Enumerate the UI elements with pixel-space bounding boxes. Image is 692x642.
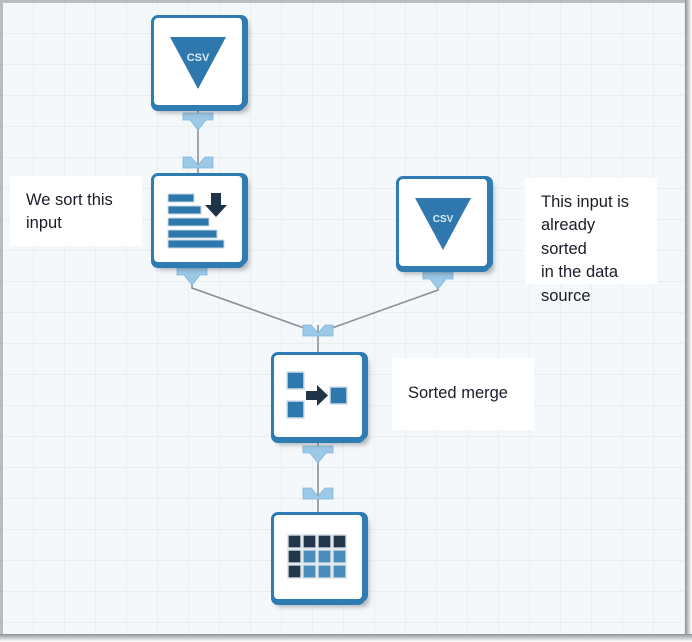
merge-arrow-icon bbox=[286, 371, 348, 419]
canvas-shadow-right bbox=[685, 0, 692, 642]
node-csv-source-right[interactable]: CSV bbox=[396, 176, 490, 269]
canvas-shadow-bottom bbox=[0, 634, 692, 642]
sort-descending-icon bbox=[167, 193, 227, 249]
node-grid-output[interactable] bbox=[271, 512, 365, 602]
note-already-sorted[interactable]: This input is already sorted in the data… bbox=[525, 178, 657, 305]
csv-icon-label: CSV bbox=[433, 214, 454, 225]
note-sorted-merge[interactable]: Sorted merge bbox=[392, 358, 534, 430]
csv-triangle-icon: CSV bbox=[415, 197, 471, 250]
note-sort-input[interactable]: We sort this input bbox=[10, 176, 142, 246]
data-grid-icon bbox=[287, 533, 347, 579]
node-sorted-merge-step[interactable] bbox=[271, 352, 365, 440]
node-sort-step[interactable] bbox=[151, 173, 245, 265]
node-csv-source-left[interactable]: CSV bbox=[151, 15, 245, 108]
csv-triangle-icon: CSV bbox=[170, 36, 226, 89]
csv-icon-label: CSV bbox=[187, 52, 210, 64]
